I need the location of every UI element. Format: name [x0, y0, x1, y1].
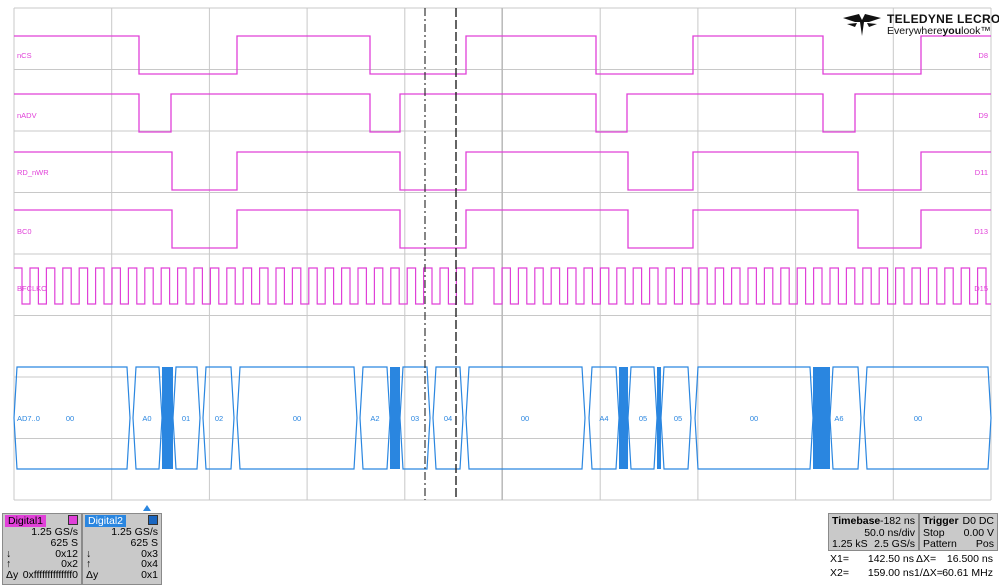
bus-transition-block: [390, 367, 400, 469]
logo-brand-text: TELEDYNE LECROY: [887, 12, 999, 26]
digital1-title: Digital1: [5, 515, 47, 527]
bus-transition-block: [162, 367, 173, 469]
up-arrow-icon: ↑: [6, 558, 12, 571]
channel-id-d8: D8: [978, 51, 988, 60]
digital2-up-value: 0x4: [141, 558, 158, 571]
dx-label: ΔX=: [916, 553, 937, 565]
x1-value: 142.50 ns: [867, 553, 914, 565]
timebase-offset: -182 ns: [879, 515, 915, 527]
bfclko-trace: [14, 267, 991, 305]
bus-value: 03: [411, 414, 419, 423]
channel-label-nadv: nADV: [17, 111, 37, 120]
digital1-grid-icon: [68, 515, 78, 525]
bus-transition-block: [813, 367, 830, 469]
digital2-rate: 1.25 GS/s: [111, 526, 158, 538]
digital2-dy-value: 0x1: [141, 569, 158, 582]
dx-value: 16.500 ns: [946, 553, 993, 565]
rd-nwr-trace: [14, 151, 991, 191]
trigger-mode: Stop: [923, 527, 945, 539]
bus-segment: [236, 366, 358, 470]
trigger-descriptor[interactable]: Trigger D0 DC Stop 0.00 V Pattern Pos: [919, 513, 998, 551]
bus-value: A2: [370, 414, 379, 423]
digital1-samples: 625 S: [50, 536, 78, 549]
bus-segment: [13, 366, 131, 470]
channel-label-ncs: nCS: [17, 51, 32, 60]
down-arrow-icon: ↓: [86, 547, 92, 560]
channel-id-d11: D11: [975, 168, 988, 177]
bus-segment: [399, 366, 431, 470]
down-arrow-icon: ↓: [6, 547, 12, 560]
inv-dx-label: 1/ΔX=: [914, 567, 943, 579]
digital2-samples: 625 S: [130, 536, 158, 549]
bus-value: 00: [750, 414, 758, 423]
teledyne-lecroy-logo: TELEDYNE LECROY Everywhereyoulook™: [841, 12, 999, 38]
trigger-type: Pattern: [923, 538, 957, 550]
channel-label-bfclko: BFCLKO: [17, 284, 47, 293]
bus-transition-block: [657, 367, 661, 469]
bus-segment: [660, 366, 692, 470]
channel-id-d13: D13: [974, 227, 988, 236]
bus-value: A0: [142, 414, 151, 423]
bc0-trace: [14, 209, 991, 249]
cursor-readout: X1= 142.50 ns ΔX= 16.500 ns X2= 159.00 n…: [828, 551, 996, 581]
digital2-dy-label: Δy: [86, 569, 99, 582]
bus-value: A4: [599, 414, 608, 423]
bus-value: A6: [834, 414, 843, 423]
trigger-coupling: D0 DC: [962, 515, 994, 527]
digital1-dy-value: 0xffffffffffffff0: [22, 569, 78, 582]
bus-value: 04: [444, 414, 452, 423]
bus-value: 05: [639, 414, 647, 423]
timebase-title: Timebase: [832, 515, 881, 527]
trigger-title: Trigger: [923, 515, 959, 527]
digital2-title: Digital2: [85, 515, 127, 527]
channel-id-d9: D9: [978, 111, 988, 120]
timebase-descriptor[interactable]: Timebase -182 ns 50.0 ns/div 1.25 kS 2.5…: [828, 513, 919, 551]
bus-segment: [465, 366, 586, 470]
digital1-up-value: 0x2: [61, 558, 78, 571]
up-arrow-icon: ↑: [86, 558, 92, 571]
channel-id-d15: D15: [974, 284, 988, 293]
x2-label: X2=: [830, 567, 849, 579]
timebase-rate: 2.5 GS/s: [874, 538, 915, 550]
nadv-trace: [14, 93, 991, 133]
digital1-rate: 1.25 GS/s: [31, 526, 78, 538]
digital2-down-value: 0x3: [141, 547, 158, 560]
bus-value: 00: [521, 414, 529, 423]
logo-tagline: Everywhereyoulook™: [887, 25, 991, 37]
trigger-position-marker: [143, 505, 151, 511]
teledyne-bird-icon: [843, 14, 881, 36]
ncs-trace: [14, 35, 991, 75]
digital1-down-value: 0x12: [55, 547, 78, 560]
trigger-slope: Pos: [975, 538, 994, 550]
bus-segment: [432, 366, 464, 470]
bus-value: 00: [66, 414, 74, 423]
bus-value: 02: [215, 414, 223, 423]
bus-segment: [202, 366, 235, 470]
x1-label: X1=: [830, 553, 849, 565]
digital2-descriptor[interactable]: Digital2 1.25 GS/s 625 S ↓ 0x3 ↑ 0x4 Δy 0x1: [82, 513, 162, 585]
bus-value: 00: [914, 414, 922, 423]
digital1-dy-label: Δy: [6, 569, 19, 582]
digital2-grid-icon: [148, 515, 158, 525]
inv-dx-value: 60.61 MHz: [942, 567, 993, 579]
bus-label: AD7..0: [17, 414, 40, 423]
x2-value: 159.00 ns: [867, 567, 914, 579]
timebase-samples: 1.25 kS: [832, 538, 868, 550]
bus-segment: [829, 366, 862, 470]
bus-segment: [863, 366, 992, 470]
bus-transition-block: [619, 367, 628, 469]
trigger-level: 0.00 V: [963, 527, 994, 539]
bus-value: 05: [674, 414, 682, 423]
timebase-div: 50.0 ns/div: [864, 527, 915, 539]
bus-value: 00: [293, 414, 301, 423]
channel-label-bc0: BC0: [17, 227, 32, 236]
bus-segment: [172, 366, 201, 470]
channel-label-rd_nwr: RD_nWR: [17, 168, 49, 177]
bus-value: 01: [182, 414, 190, 423]
